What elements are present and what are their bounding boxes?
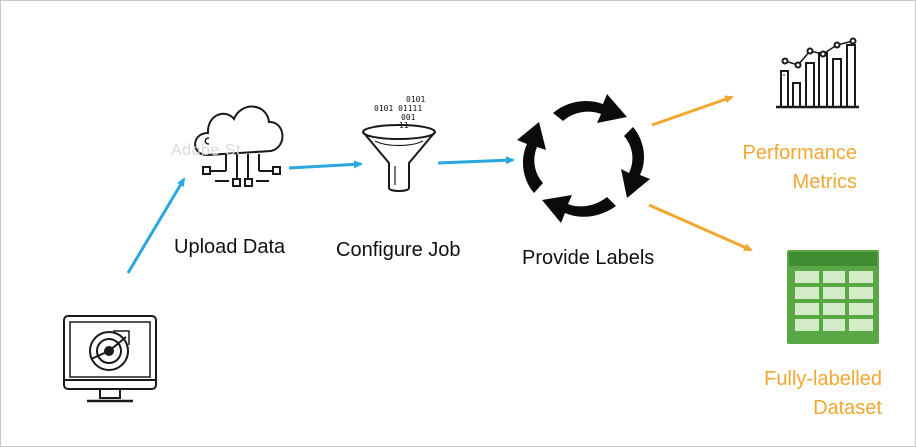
- bar-line-chart-icon: [776, 37, 859, 109]
- spreadsheet-icon: [787, 250, 879, 344]
- arrow-upload-to-configure: [288, 160, 363, 170]
- funnel-bits-line-4: 11: [399, 121, 409, 130]
- performance-metrics-label: Performance Metrics: [743, 139, 858, 197]
- arrow-computer-to-upload: [126, 177, 186, 274]
- arrow-labels-to-metrics: [651, 95, 734, 127]
- funnel-filter-icon: [362, 124, 436, 192]
- performance-metrics-line-2: Metrics: [792, 171, 857, 193]
- arrow-configure-to-labels: [437, 156, 515, 165]
- upload-data-label: Upload Data: [174, 236, 286, 258]
- fully-labelled-dataset-line-1: Fully-labelled: [764, 368, 882, 390]
- performance-metrics-line-1: Performance: [742, 142, 858, 164]
- fully-labelled-dataset-line-2: Dataset: [813, 397, 882, 419]
- provide-labels-label: Provide Labels: [522, 247, 655, 269]
- circular-arrows-icon: [517, 94, 650, 223]
- watermark-text: Adobe St: [171, 142, 241, 159]
- funnel-bits-line-1: 0101: [406, 95, 426, 104]
- funnel-bits-line-2: 0101 01111: [374, 104, 423, 113]
- configure-job-label: Configure Job: [336, 239, 461, 261]
- computer-monitor-icon: [63, 315, 157, 403]
- cloud-network-icon: [194, 105, 284, 187]
- arrow-labels-to-dataset: [648, 203, 753, 252]
- funnel-bits-line-3: 001: [401, 113, 416, 122]
- fully-labelled-dataset-label: Fully-labelled Dataset: [764, 365, 882, 423]
